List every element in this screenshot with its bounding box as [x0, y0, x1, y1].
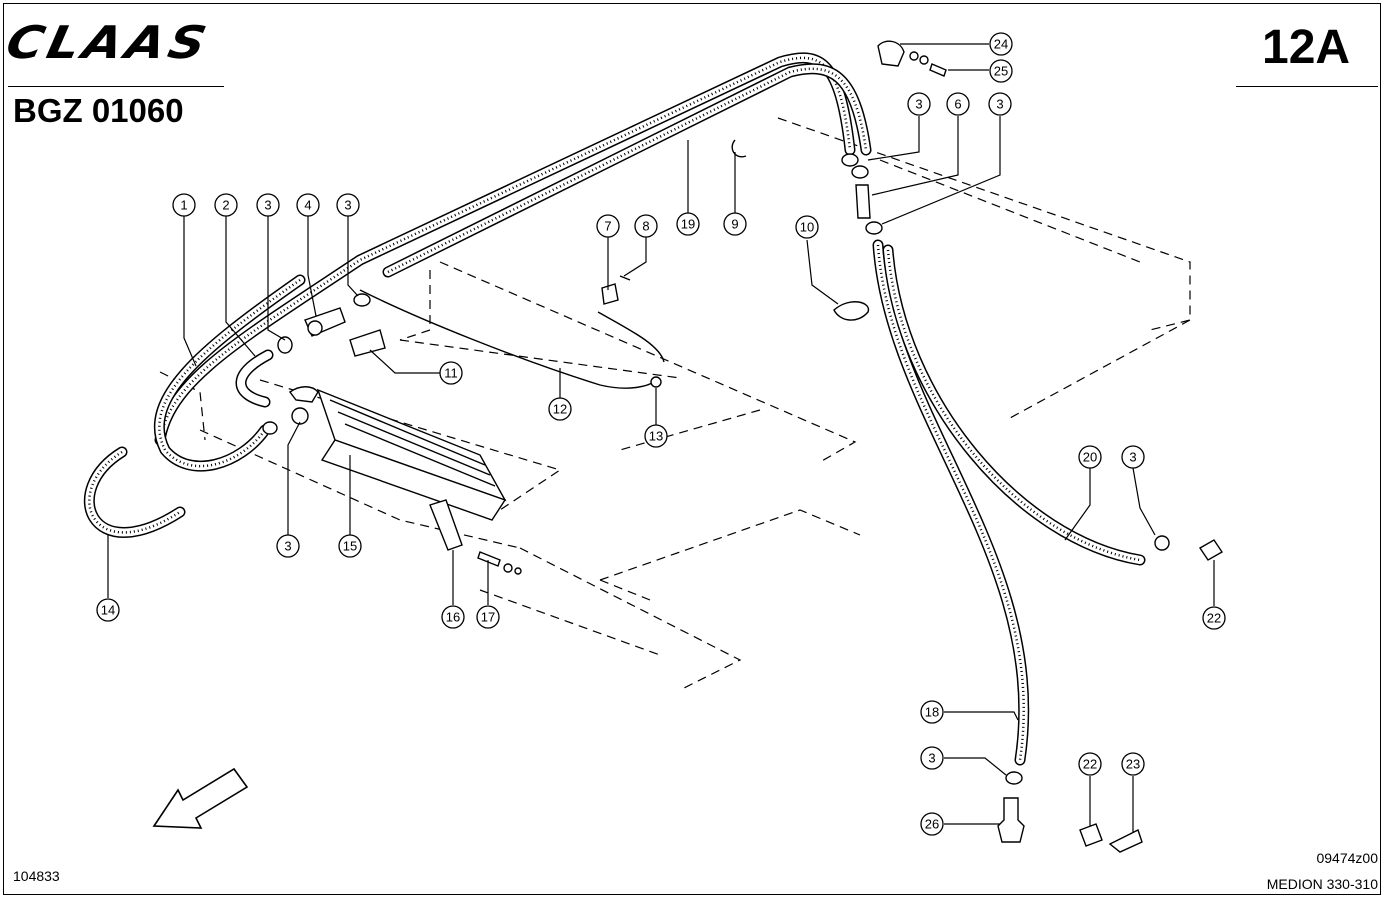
callout-23: 23	[1121, 752, 1145, 776]
heat-exchanger-15	[289, 386, 507, 521]
svg-text:18: 18	[925, 705, 939, 720]
svg-text:7: 7	[604, 219, 611, 234]
svg-text:22: 22	[1083, 757, 1097, 772]
callout-18: 18	[920, 700, 944, 724]
hose-1	[153, 274, 306, 472]
svg-text:10: 10	[800, 220, 814, 235]
callout-15: 15	[338, 534, 362, 558]
svg-text:1: 1	[180, 198, 187, 213]
svg-text:12: 12	[553, 402, 567, 417]
hose-20	[882, 244, 1146, 566]
svg-text:3: 3	[915, 97, 922, 112]
callout-labels: 1 2 3 4 3 3 15 14 11 12 13 7 8 19 9 10 1…	[96, 32, 1226, 836]
svg-text:3: 3	[264, 198, 271, 213]
hose-2	[235, 349, 274, 408]
arrow-forward-icon	[152, 767, 249, 829]
hose-18	[872, 239, 1030, 766]
svg-text:3: 3	[928, 751, 935, 766]
model-name: MEDION 330-310	[1266, 876, 1378, 892]
svg-text:15: 15	[343, 539, 357, 554]
callout-9: 9	[723, 212, 747, 236]
callout-19: 19	[676, 212, 700, 236]
callout-3-a: 3	[256, 193, 280, 217]
svg-text:22: 22	[1207, 611, 1221, 626]
svg-text:20: 20	[1083, 450, 1097, 465]
callout-24: 24	[989, 32, 1013, 56]
callout-3-e: 3	[988, 92, 1012, 116]
callout-7: 7	[596, 214, 620, 238]
svg-text:16: 16	[446, 610, 460, 625]
cable-12	[359, 289, 657, 389]
header-rule-right	[1236, 86, 1378, 87]
svg-text:25: 25	[994, 64, 1008, 79]
callout-20: 20	[1078, 445, 1102, 469]
callout-13: 13	[644, 424, 668, 448]
callout-26: 26	[920, 812, 944, 836]
cab-outline	[159, 117, 1191, 691]
cable-12-branch	[597, 311, 665, 363]
svg-text:2: 2	[222, 198, 229, 213]
svg-text:3: 3	[284, 539, 291, 554]
svg-text:3: 3	[996, 97, 1003, 112]
drawing-number: 104833	[13, 868, 60, 884]
callout-4: 4	[296, 193, 320, 217]
svg-text:3: 3	[1129, 450, 1136, 465]
reference-code: 09474z00	[1316, 850, 1378, 866]
svg-text:19: 19	[681, 217, 695, 232]
svg-text:14: 14	[101, 603, 115, 618]
hose-19	[154, 52, 872, 446]
svg-text:4: 4	[304, 198, 311, 213]
small-parts	[262, 40, 1223, 853]
callout-3-g: 3	[920, 746, 944, 770]
svg-text:8: 8	[642, 219, 649, 234]
group-code: BGZ 01060	[13, 92, 184, 129]
page-frame	[3, 3, 1381, 895]
svg-text:24: 24	[994, 37, 1008, 52]
header-rule-left	[8, 86, 224, 87]
callout-16: 16	[441, 605, 465, 629]
callout-22-b: 22	[1078, 752, 1102, 776]
svg-text:17: 17	[481, 610, 495, 625]
callout-3-b: 3	[336, 193, 360, 217]
callout-1: 1	[172, 193, 196, 217]
svg-text:13: 13	[649, 429, 663, 444]
hose-14	[83, 446, 186, 538]
leader-lines	[107, 43, 1215, 832]
svg-text:9: 9	[731, 217, 738, 232]
callout-17: 17	[476, 605, 500, 629]
callout-11: 11	[439, 361, 463, 385]
svg-text:6: 6	[954, 97, 961, 112]
svg-text:11: 11	[444, 366, 458, 381]
svg-text:23: 23	[1126, 757, 1140, 772]
callout-10: 10	[795, 215, 819, 239]
svg-text:26: 26	[925, 817, 939, 832]
svg-text:3: 3	[344, 198, 351, 213]
callout-6: 6	[946, 92, 970, 116]
page-id: 12A	[1262, 21, 1351, 74]
callout-12: 12	[548, 397, 572, 421]
callout-3-f: 3	[1121, 445, 1145, 469]
callout-8: 8	[634, 214, 658, 238]
callout-2: 2	[214, 193, 238, 217]
callout-3-d: 3	[907, 92, 931, 116]
callout-3-c: 3	[276, 534, 300, 558]
callout-14: 14	[96, 598, 120, 622]
callout-22-a: 22	[1202, 606, 1226, 630]
callout-25: 25	[989, 59, 1013, 83]
